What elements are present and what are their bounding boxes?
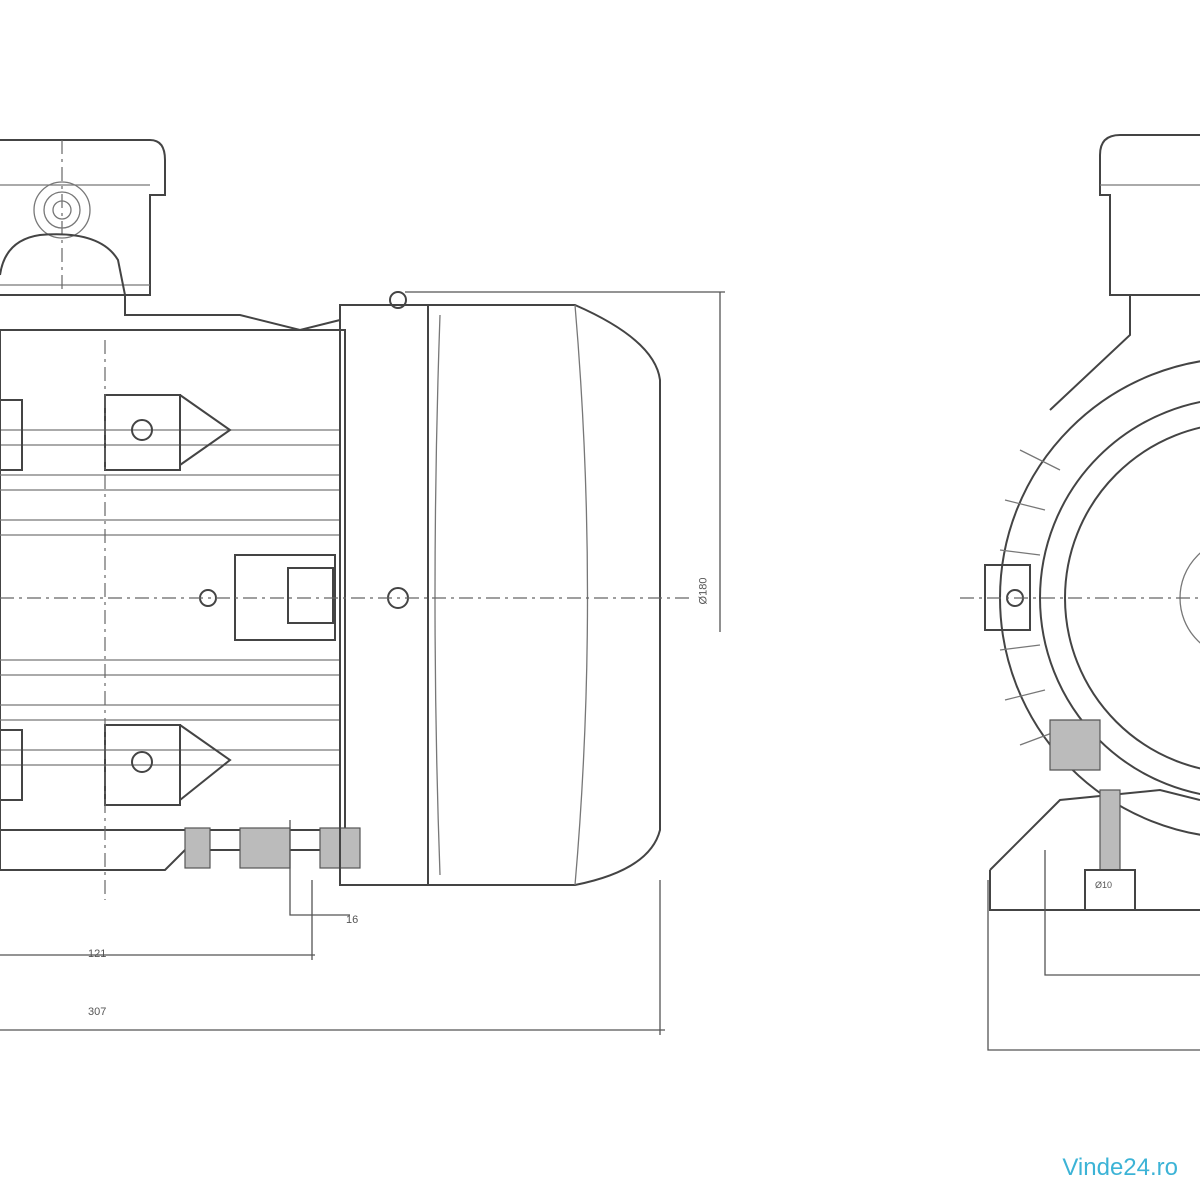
dim-16: 16 <box>346 914 359 926</box>
watermark: Vinde24.ro <box>1062 1154 1178 1181</box>
dimension-lines-side <box>0 291 725 1035</box>
dim-307: 307 <box>88 1006 107 1018</box>
flange <box>339 291 429 886</box>
motor-body <box>0 295 361 916</box>
end-view <box>984 134 1200 1051</box>
dim-121: 121 <box>88 948 107 960</box>
dim-foot-hole: Ø10 <box>1095 880 1113 890</box>
fan-cover <box>428 304 661 886</box>
dim-diameter: Ø180 <box>697 577 710 605</box>
terminal-box-side <box>0 139 166 296</box>
